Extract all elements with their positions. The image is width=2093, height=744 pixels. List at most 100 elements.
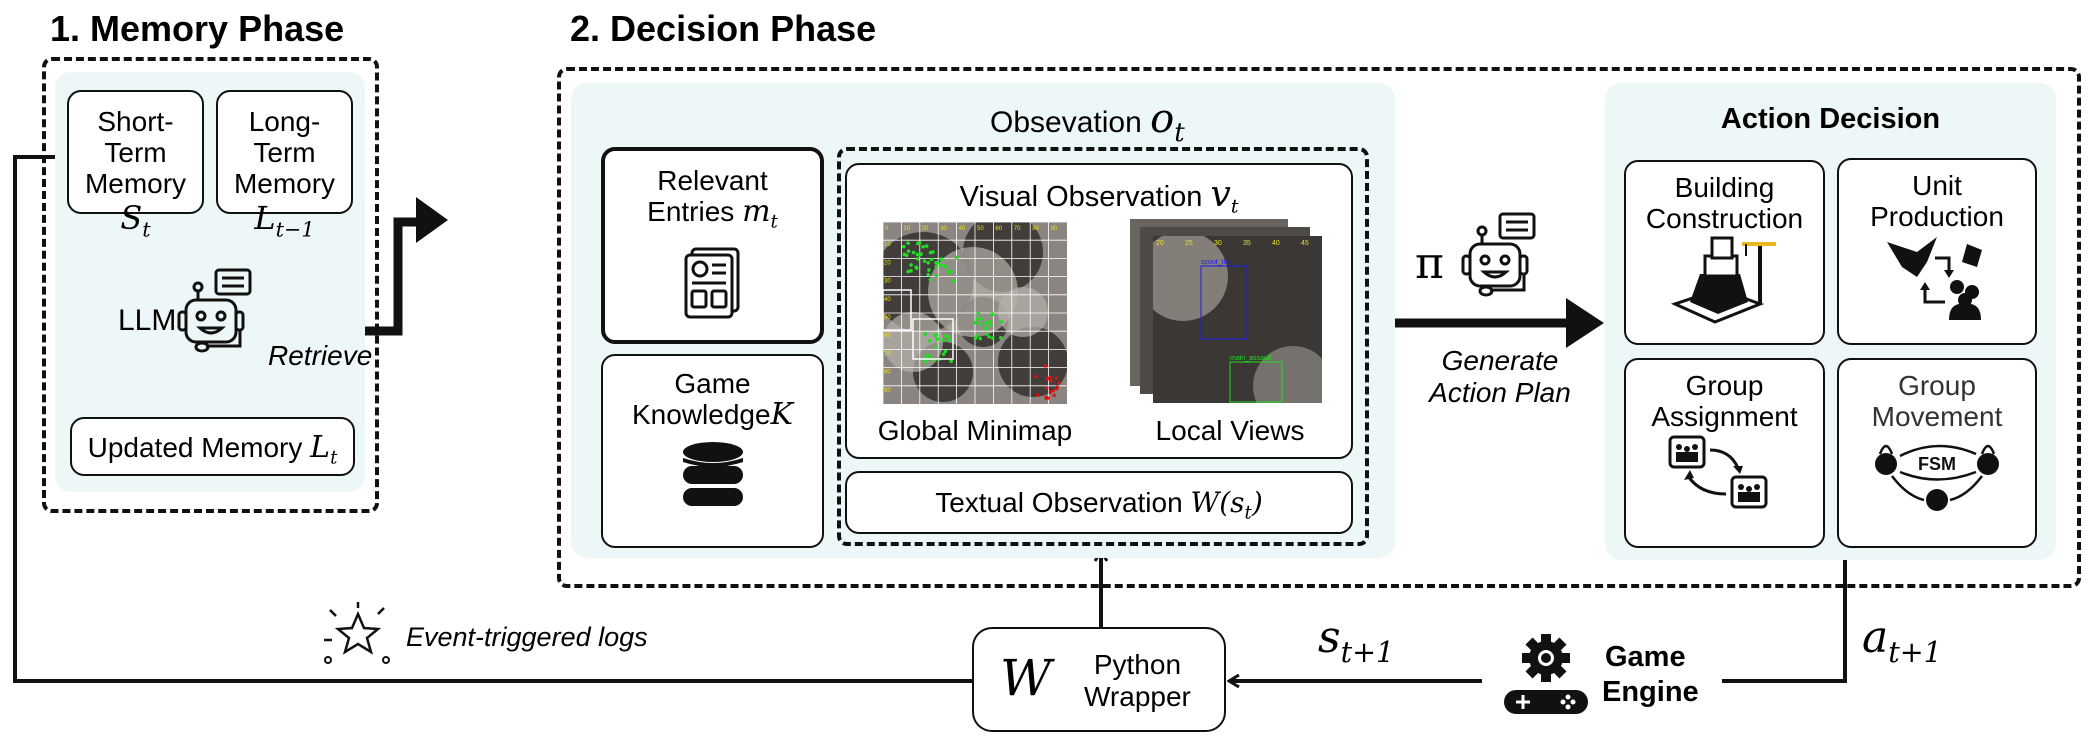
unit-marker [943, 349, 948, 354]
building-crane-icon [1670, 236, 1776, 324]
minimap-tick: 60 [884, 333, 891, 339]
label: Short-Term [97, 106, 174, 168]
enemy-marker [1055, 387, 1059, 391]
enemy-marker [1051, 389, 1055, 393]
unit-marker [983, 326, 988, 331]
unit-marker [923, 332, 928, 336]
unit-marker [935, 337, 939, 341]
unit-marker [914, 266, 919, 270]
action-label: at+1 [1862, 612, 1942, 669]
policy-symbol: π [1415, 238, 1444, 289]
label: Updated Memory [87, 432, 303, 463]
memory-phase-title: 1. Memory Phase [50, 8, 345, 49]
unit-marker [941, 338, 945, 343]
label: Memory [233, 168, 336, 199]
unit-marker [916, 241, 920, 246]
enemy-marker [1045, 386, 1049, 390]
enemy-marker [1055, 376, 1059, 380]
unit-marker [934, 273, 939, 278]
unit-marker [976, 311, 981, 316]
memory-phase-region [42, 57, 379, 513]
scout-tag: scout_tick [1201, 259, 1233, 266]
label: Relevant [657, 165, 768, 196]
minimap-tick: 0 [885, 226, 889, 232]
short-term-memory-box: Short-Term Memory St [67, 90, 204, 241]
group-swap-icon [1668, 435, 1767, 509]
minimap-tick: 30 [940, 226, 947, 232]
label: Entries mt [647, 194, 778, 233]
minimap-tick: 40 [884, 297, 891, 303]
minimap-tick: 10 [903, 226, 910, 232]
enemy-marker [1052, 394, 1056, 398]
enemy-marker [1044, 364, 1048, 368]
observation-inner-region [837, 147, 1369, 546]
unit-marker [973, 320, 977, 325]
unit-production-icon [1887, 237, 1982, 320]
minimap-tick: 70 [1014, 226, 1021, 232]
local-view-tick: 30 [1214, 240, 1222, 247]
state-label: st+1 [1318, 612, 1395, 669]
document-icon [684, 247, 739, 319]
database-icon [682, 442, 743, 506]
wrapper-symbol: W [1000, 649, 1052, 707]
local-view-tick: 25 [1185, 240, 1193, 247]
minimap-tick: 50 [977, 226, 984, 232]
unit-marker [984, 332, 989, 336]
event-logs-label: Event-triggered logs [406, 622, 648, 652]
enemy-marker [1049, 379, 1053, 383]
enemy-marker [1046, 396, 1050, 400]
fsm-label: FSM [1918, 454, 1956, 474]
unit-marker [999, 319, 1004, 324]
label: KnowledgeK [632, 397, 793, 432]
label: Memory [84, 168, 187, 199]
unit-marker [934, 345, 938, 349]
unit-marker [926, 260, 931, 265]
unit-marker [927, 268, 931, 272]
unit-marker [906, 249, 911, 253]
unit-marker [991, 336, 995, 340]
unit-marker [987, 335, 991, 339]
gamepad-gear-icon [1504, 634, 1588, 714]
unit-marker [984, 321, 988, 326]
minimap-tick: 10 [884, 242, 891, 248]
unit-marker [901, 244, 906, 249]
unit-marker [931, 250, 935, 254]
sparkle-star-icon [324, 602, 390, 664]
unit-marker [906, 269, 910, 274]
enemy-marker [1045, 377, 1049, 381]
unit-marker [974, 333, 979, 338]
unit-marker [954, 255, 959, 260]
local-view-tick: 40 [1272, 240, 1280, 247]
enemy-marker [1044, 396, 1048, 400]
minimap-tick: 60 [995, 226, 1002, 232]
enemy-marker [1055, 385, 1059, 389]
unit-marker [988, 323, 993, 328]
unit-marker [975, 316, 979, 321]
unit-marker [915, 257, 920, 261]
minimap-tick: 70 [884, 351, 891, 357]
retrieve-label: Retrieve [268, 340, 373, 371]
relevant-entries-box: Relevant Entries mt [601, 147, 824, 344]
symbol: L [310, 430, 331, 465]
enemy-marker [1036, 393, 1040, 397]
minimap-tick: 50 [884, 315, 891, 321]
unit-marker [902, 252, 907, 257]
unit-marker [949, 359, 953, 363]
unit-marker [979, 317, 983, 321]
minimap-tick: 90 [1051, 226, 1058, 232]
minimap-tick: 20 [884, 260, 891, 266]
local-views-caption: Local Views [1155, 415, 1305, 446]
unit-marker [951, 279, 956, 283]
visual-observation-title: Visual Observation vt [959, 174, 1239, 218]
unit-marker [911, 250, 916, 255]
unit-marker [909, 268, 913, 273]
action-decision-title: Action Decision [1720, 103, 1941, 135]
unit-marker [933, 333, 937, 338]
